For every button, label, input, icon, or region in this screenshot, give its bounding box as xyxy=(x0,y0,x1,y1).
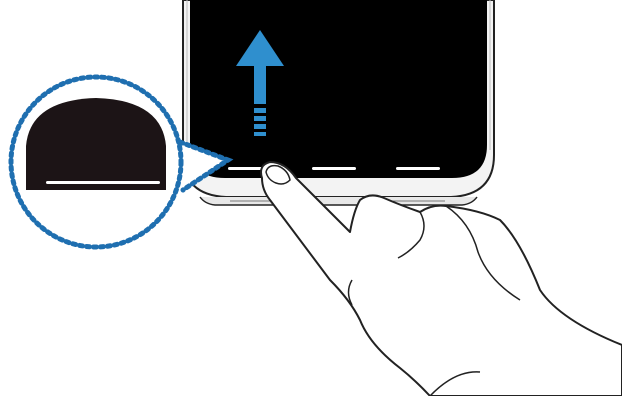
callout-hint-bar xyxy=(46,181,160,184)
arrow-shaft xyxy=(254,64,266,104)
gesture-hint-bar-icon xyxy=(228,167,440,170)
phone-screen xyxy=(190,0,487,178)
arrow-dash xyxy=(254,116,266,121)
hint-bar xyxy=(312,167,356,170)
arrow-dash xyxy=(254,124,266,129)
callout-zoom-screen xyxy=(26,98,166,190)
phone-icon xyxy=(183,0,494,205)
hint-bar xyxy=(396,167,440,170)
arrow-dash xyxy=(254,108,266,113)
arrow-dash xyxy=(254,132,266,136)
